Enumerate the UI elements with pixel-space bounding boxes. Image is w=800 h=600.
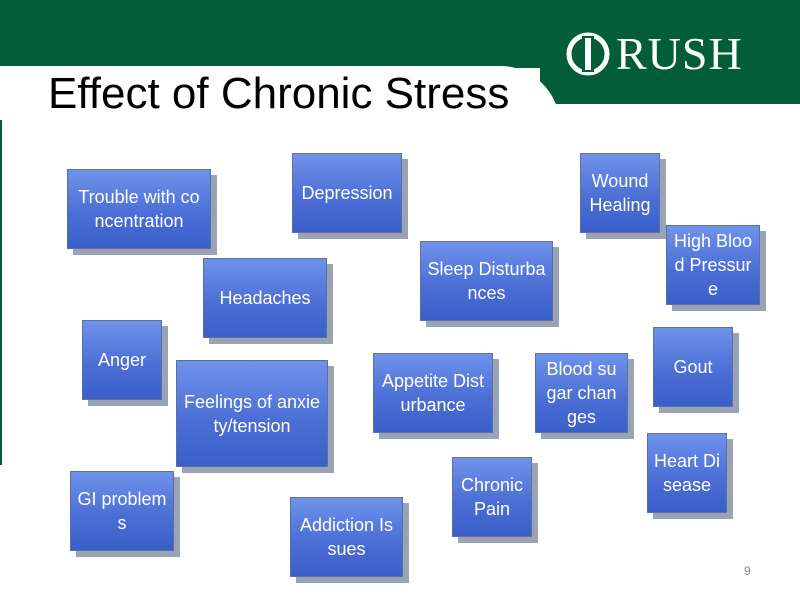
box-chronic-pain: Chronic Pain [452,457,532,537]
slide-title: Effect of Chronic Stress [48,69,510,118]
box-trouble-with-concentration: Trouble with concentration [67,169,211,249]
box-heart-disease: Heart Disease [647,433,727,513]
box-depression: Depression [292,153,402,233]
box-anger: Anger [82,320,162,400]
box-appetite-disturbance: Appetite Disturbance [373,353,493,433]
header-curve-mask [0,66,560,126]
rush-logo-mark-icon [566,32,610,76]
box-gi-problems: GI problems [70,471,174,551]
box-sleep-disturbances: Sleep Disturbances [420,241,553,321]
box-high-blood-pressure: High Blood Pressure [666,225,760,305]
rush-logo: RUSH [566,30,743,78]
box-blood-sugar-changes: Blood sugar changes [535,353,628,433]
box-gout: Gout [653,327,733,407]
page-number: 9 [744,564,751,578]
logo-text: RUSH [616,28,743,79]
box-addiction-issues: Addiction Issues [290,497,403,577]
box-wound-healing: Wound Healing [580,153,660,233]
box-feelings-of-anxiety-tension: Feelings of anxiety/tension [176,360,328,467]
box-headaches: Headaches [203,258,327,338]
header-band [0,0,800,68]
left-rule [0,120,2,465]
